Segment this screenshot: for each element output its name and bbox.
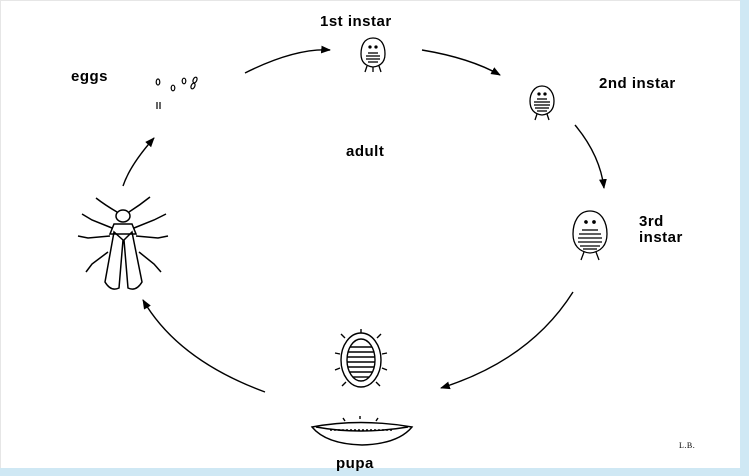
egg-icon (156, 79, 160, 85)
frame-right-border (740, 0, 749, 476)
label-adult: adult (346, 144, 384, 160)
beetle-icon (78, 197, 168, 289)
label-eggs: eggs (71, 69, 108, 85)
egg-icon (192, 77, 198, 84)
larva-icon (530, 86, 554, 120)
arrow-second-to-third-instar (575, 125, 604, 188)
arrow-third-instar-to-pupa (441, 292, 573, 388)
pupal-case-icon (312, 416, 412, 445)
pupa-icon (335, 329, 387, 387)
egg-icon (171, 85, 175, 91)
arrow-pupa-to-adult (143, 300, 265, 392)
label-third-instar: 3rd instar (639, 214, 683, 246)
label-pupa: pupa (336, 456, 374, 472)
arrow-first-to-second-instar (422, 50, 500, 75)
label-second-instar: 2nd instar (599, 76, 676, 92)
eggs-group (156, 77, 198, 109)
frame-bottom-border (0, 468, 749, 476)
artist-initials: L.B. (679, 442, 695, 450)
arrow-adult-to-eggs (123, 138, 154, 186)
larva-icon (573, 211, 607, 260)
life-cycle-diagram (0, 0, 740, 468)
label-first-instar: 1st instar (320, 14, 392, 30)
larva-icon (361, 38, 385, 72)
arrow-eggs-to-first-instar (245, 50, 330, 73)
egg-icon (190, 83, 196, 90)
egg-icon (182, 78, 186, 84)
